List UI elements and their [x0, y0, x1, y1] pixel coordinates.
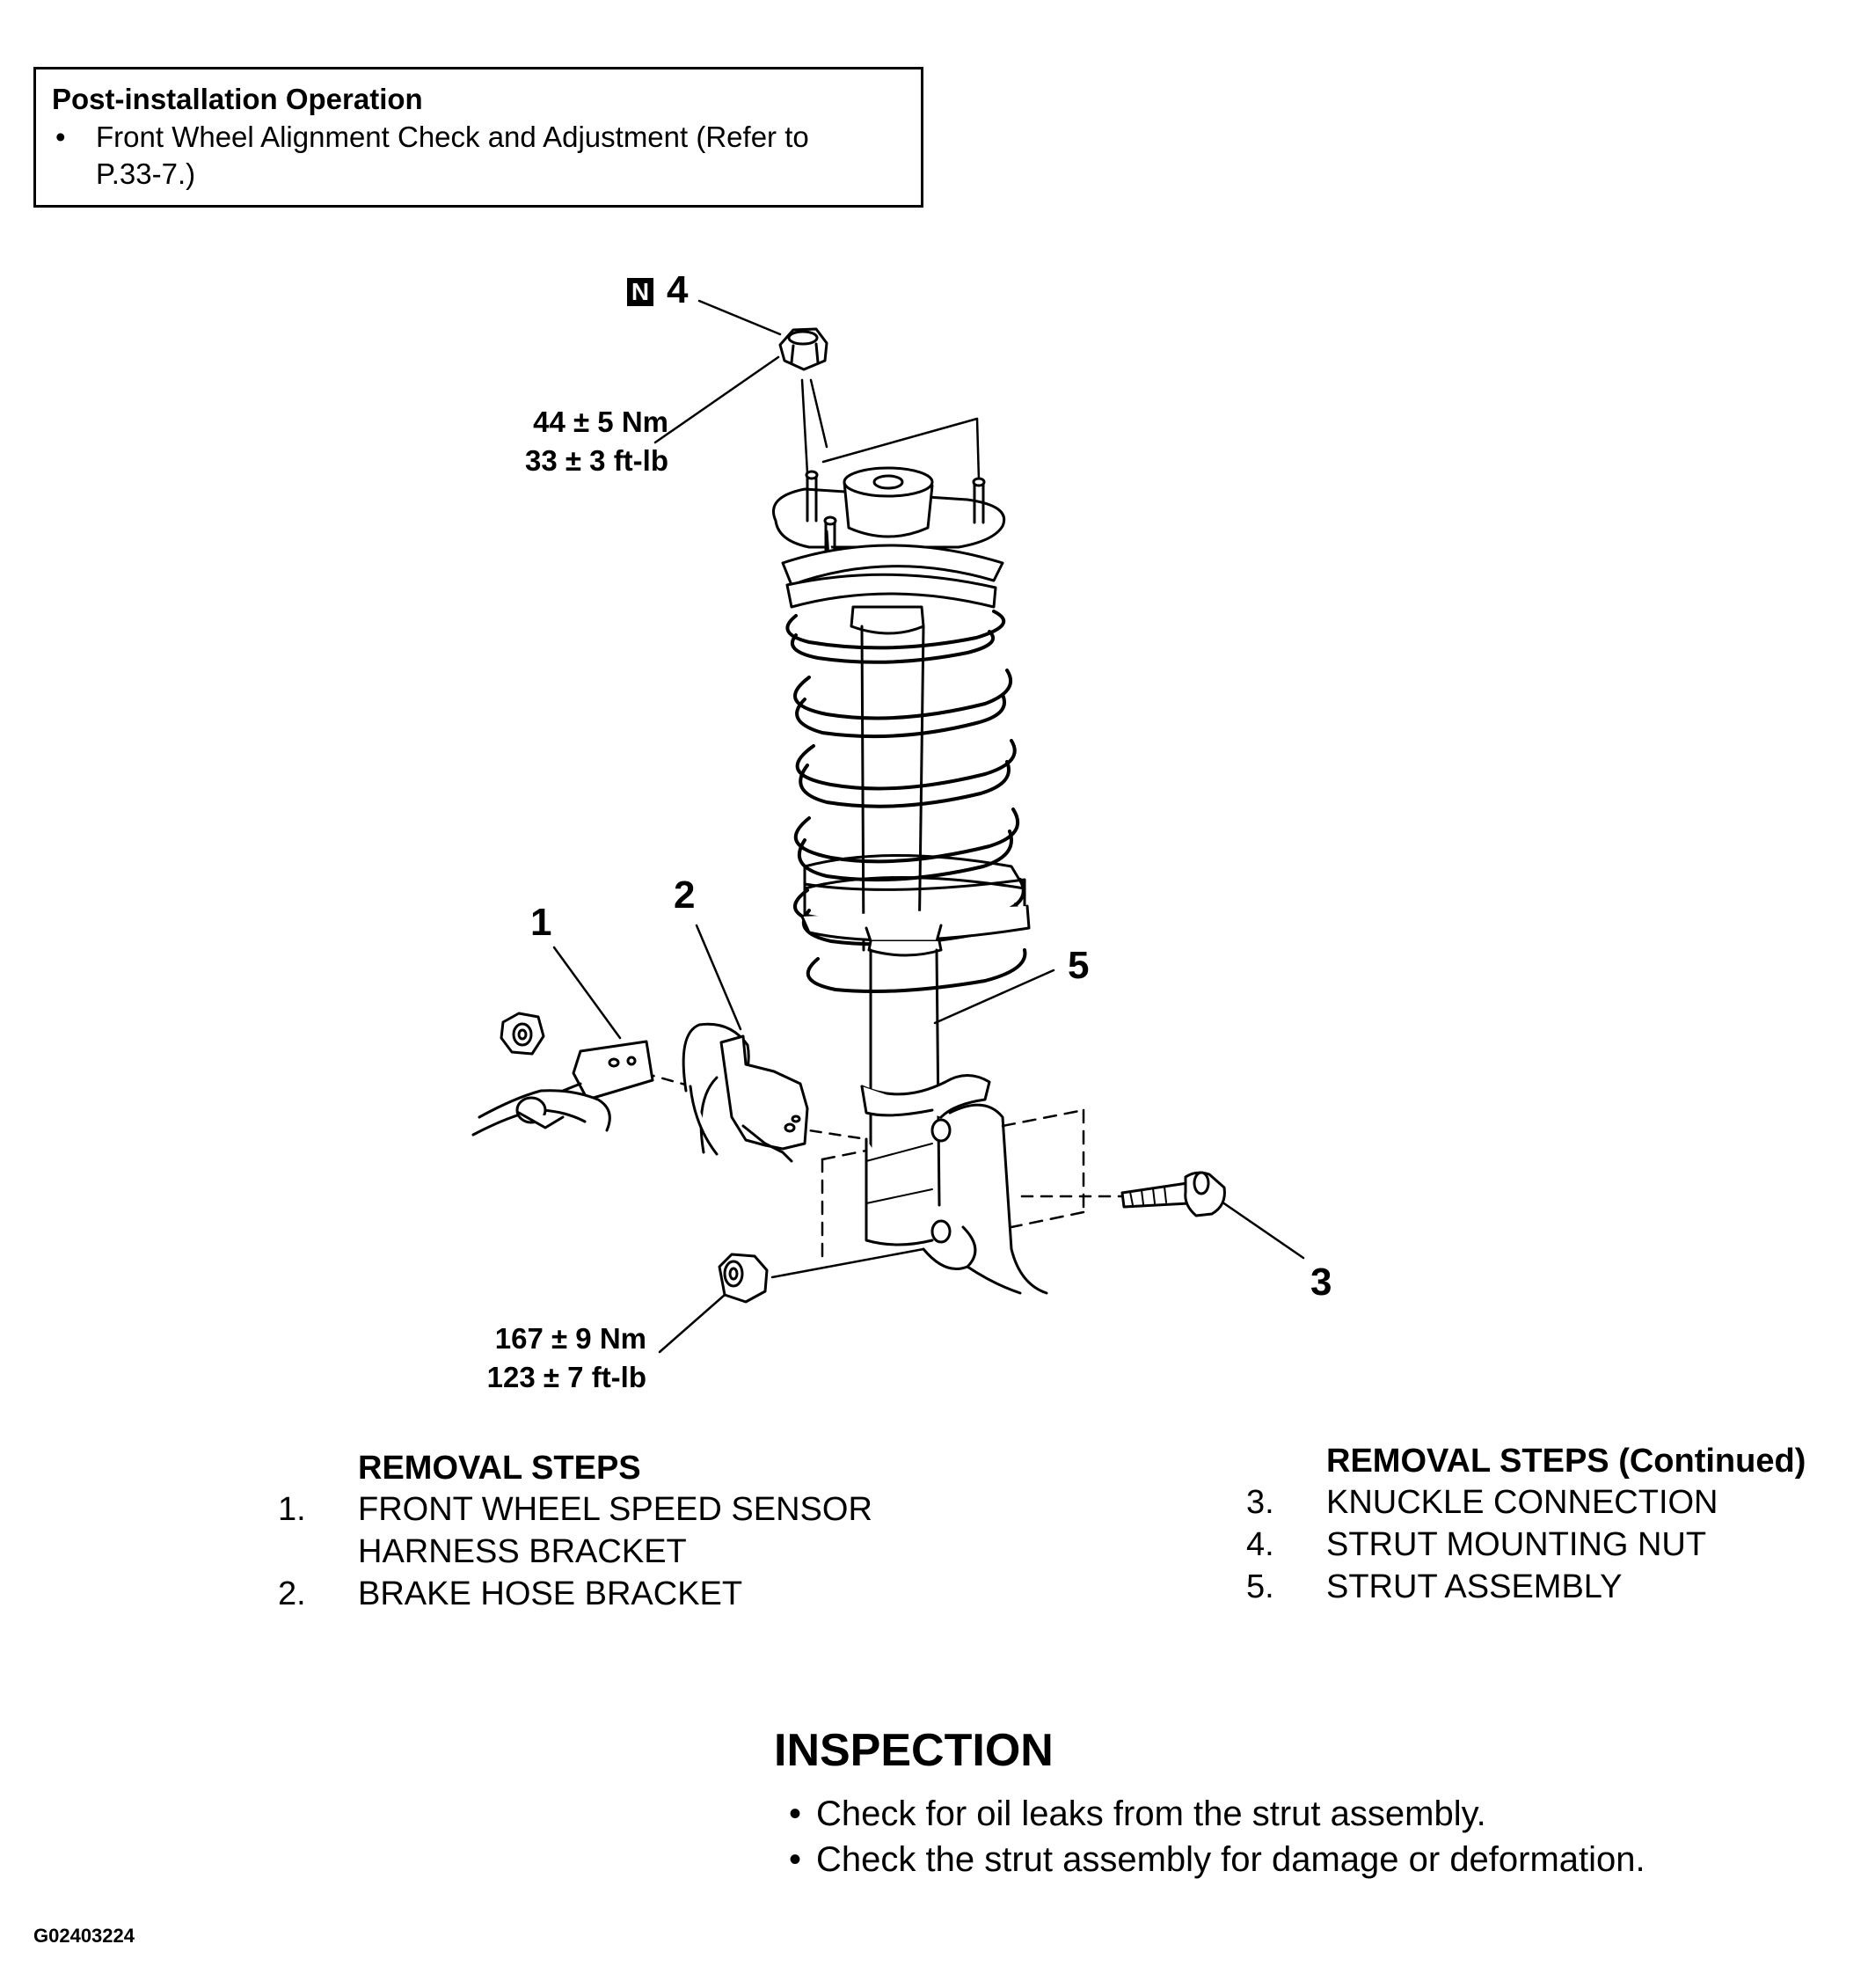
removal-steps-title: REMOVAL STEPS	[358, 1450, 641, 1487]
strut-mounting-nut	[778, 327, 828, 371]
step-text: FRONT WHEEL SPEED SENSOR HARNESS BRACKET	[358, 1488, 872, 1573]
inspection-title: INSPECTION	[774, 1725, 1054, 1776]
inspection-section: INSPECTION • Check for oil leaks from th…	[774, 1724, 1645, 1882]
step-line: STRUT MOUNTING NUT	[1326, 1526, 1707, 1563]
step-line: KNUCKLE CONNECTION	[1326, 1484, 1718, 1521]
step-line: FRONT WHEEL SPEED SENSOR	[358, 1491, 872, 1528]
removal-steps-continued: REMOVAL STEPS (Continued) 3. KNUCKLE CON…	[1246, 1441, 1806, 1608]
figure-code: G02403224	[33, 1925, 135, 1947]
step-number: 5.	[1246, 1568, 1274, 1605]
knuckle-nut	[718, 1253, 769, 1304]
step-number: 3.	[1246, 1484, 1274, 1521]
callout-4: 4	[667, 268, 689, 311]
post-installation-item-text: Front Wheel Alignment Check and Adjustme…	[96, 119, 809, 193]
upper-mount	[771, 466, 1005, 565]
removal-steps-list: 1. FRONT WHEEL SPEED SENSOR HARNESS BRAC…	[278, 1488, 872, 1615]
callout-3: 3	[1310, 1261, 1332, 1304]
removal-step: 1. FRONT WHEEL SPEED SENSOR HARNESS BRAC…	[278, 1488, 872, 1573]
knuckle-outline	[821, 1103, 1085, 1295]
bullet: •	[788, 1840, 801, 1879]
upper-spring-seat	[781, 544, 1004, 635]
callout-2: 2	[674, 873, 696, 917]
callout-1: 1	[530, 901, 552, 944]
mounting-guide-lines	[800, 378, 981, 482]
knuckle-bolt	[1120, 1171, 1226, 1217]
inspection-item-text: Check for oil leaks from the strut assem…	[816, 1794, 1486, 1833]
post-installation-box: Post-installation Operation • Front Whee…	[33, 67, 923, 208]
torque-bottom-nm: 167 ± 9 Nm	[494, 1322, 646, 1355]
step-line: STRUT ASSEMBLY	[1326, 1568, 1623, 1605]
lower-spring-seat	[800, 854, 1031, 957]
step-line: BRAKE HOSE BRACKET	[358, 1575, 743, 1612]
step-line: HARNESS BRACKET	[358, 1533, 687, 1570]
nut-guide-line	[770, 1247, 925, 1279]
speed-sensor-harness-bracket	[471, 1012, 654, 1137]
step-number: 2.	[278, 1575, 306, 1612]
strut-body	[860, 948, 991, 1246]
callout-5: 5	[1068, 944, 1090, 987]
leader-lines	[552, 299, 1305, 1354]
removal-step: 5. STRUT ASSEMBLY	[1246, 1566, 1806, 1608]
step-number: 4.	[1246, 1526, 1274, 1563]
brake-hose-bracket	[682, 1022, 809, 1163]
inspection-item: • Check for oil leaks from the strut ass…	[774, 1791, 1645, 1837]
new-part-marker-box	[627, 278, 653, 306]
torque-bottom-ftlb: 123 ± 7 ft-lb	[486, 1361, 646, 1393]
removal-step: 4. STRUT MOUNTING NUT	[1246, 1524, 1806, 1566]
post-installation-line-1: Front Wheel Alignment Check and Adjustme…	[96, 121, 809, 153]
torque-top-nm: 44 ± 5 Nm	[533, 406, 668, 438]
torque-top-ftlb: 33 ± 3 ft-lb	[525, 444, 668, 477]
new-part-marker: N	[631, 278, 650, 305]
torque-bottom: 167 ± 9 Nm 123 ± 7 ft-lb	[449, 1319, 646, 1397]
removal-step: 3. KNUCKLE CONNECTION	[1246, 1481, 1806, 1524]
removal-step: 2. BRAKE HOSE BRACKET	[278, 1573, 872, 1615]
post-installation-line-2: P.33-7.)	[96, 157, 196, 190]
inspection-item-text: Check the strut assembly for damage or d…	[816, 1840, 1645, 1879]
step-number: 1.	[278, 1491, 306, 1528]
removal-steps-continued-list: 3. KNUCKLE CONNECTION 4. STRUT MOUNTING …	[1246, 1481, 1806, 1608]
post-installation-title: Post-installation Operation	[52, 83, 423, 115]
post-installation-item: • Front Wheel Alignment Check and Adjust…	[52, 119, 905, 193]
inspection-item: • Check the strut assembly for damage or…	[774, 1837, 1645, 1882]
torque-top: 44 ± 5 Nm 33 ± 3 ft-lb	[493, 403, 668, 480]
removal-steps: REMOVAL STEPS 1. FRONT WHEEL SPEED SENSO…	[278, 1448, 872, 1615]
inspection-list: • Check for oil leaks from the strut ass…	[774, 1791, 1645, 1882]
bullet: •	[55, 121, 66, 153]
bullet: •	[788, 1794, 801, 1833]
removal-steps-continued-title: REMOVAL STEPS (Continued)	[1326, 1443, 1806, 1480]
